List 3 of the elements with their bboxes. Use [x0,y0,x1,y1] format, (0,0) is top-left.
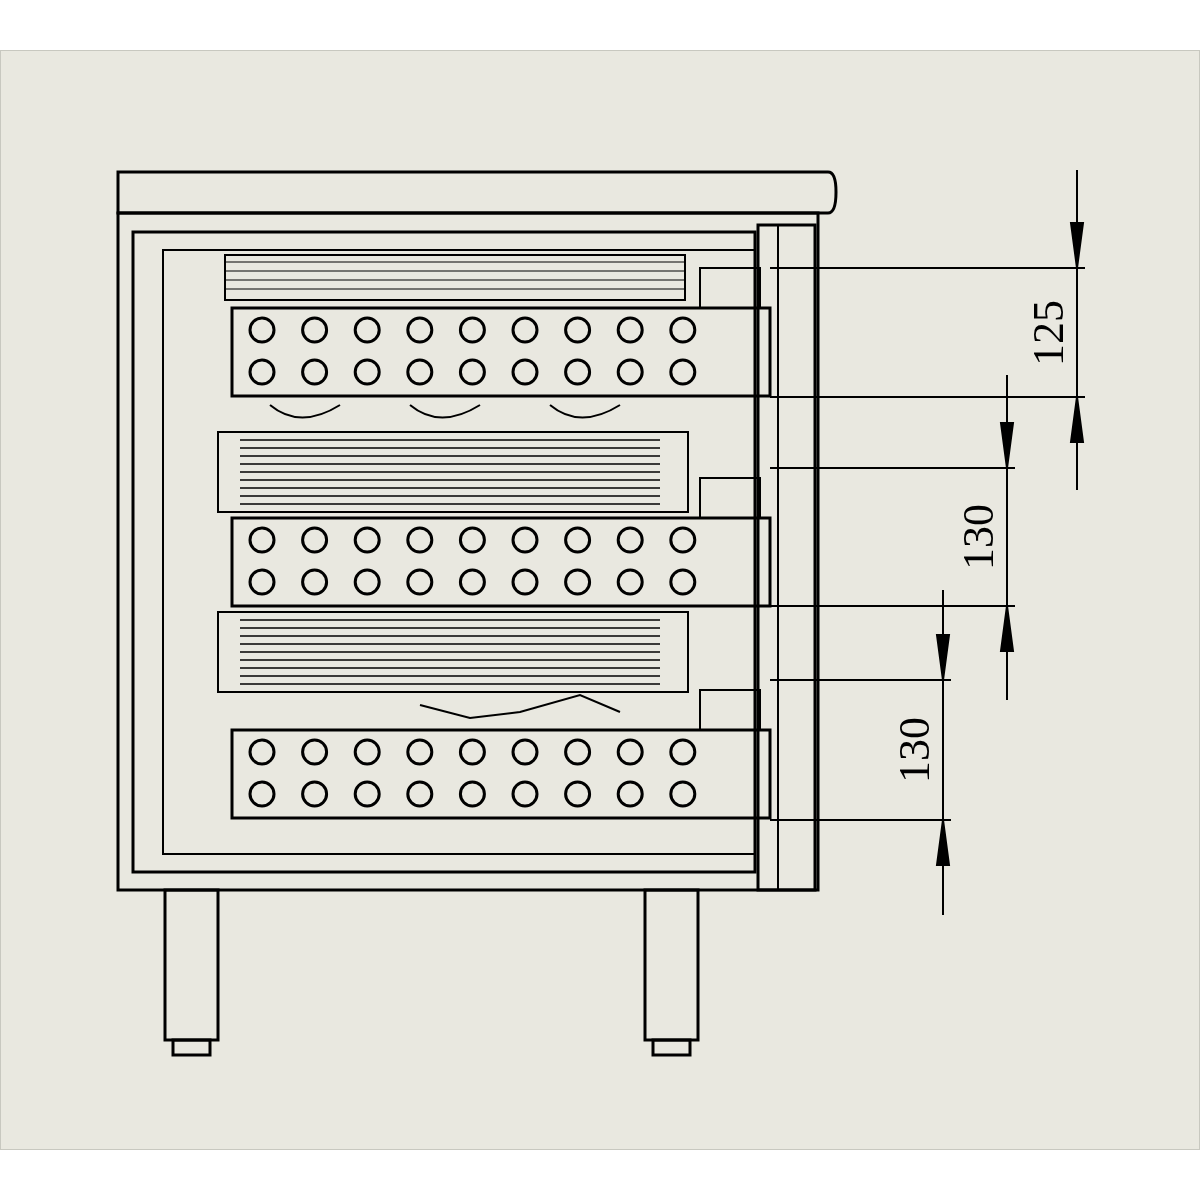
dimension-value: 130 [893,717,937,783]
dimension-value: 125 [1027,299,1071,366]
dimension-value: 130 [957,504,1001,570]
